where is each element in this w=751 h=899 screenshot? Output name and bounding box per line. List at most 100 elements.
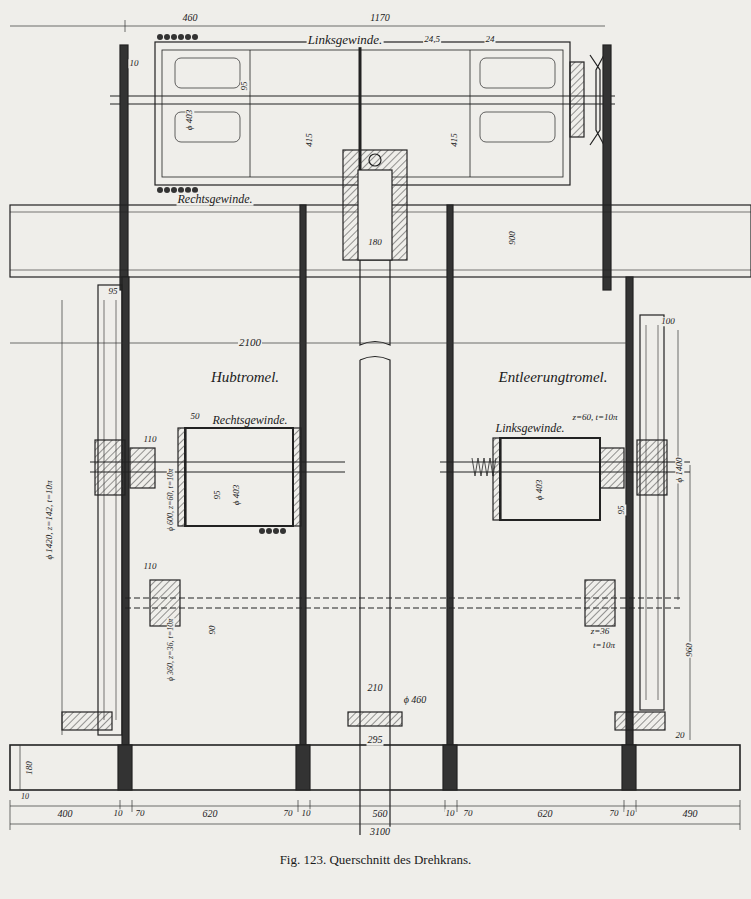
figure-caption: Fig. 123. Querschnitt des Drehkrans.: [277, 852, 475, 867]
dimension-label: ϕ 403: [535, 479, 544, 501]
drawing-part: [125, 338, 126, 348]
drawing-part: [62, 300, 63, 735]
dimension-label: 70: [135, 809, 146, 818]
drawing-part: [157, 34, 163, 40]
dimension-label: 95: [108, 287, 119, 296]
dimension-label: 70: [609, 809, 620, 818]
dimension-label: 24,5: [423, 35, 441, 44]
drawing-part: [585, 580, 615, 626]
dimension-label: 10: [129, 59, 140, 68]
structure: [10, 42, 751, 835]
dimension-label: 180: [25, 760, 34, 776]
dimension-label: t=10π: [592, 641, 616, 650]
drawing-part: [62, 712, 112, 730]
dimension-label: ϕ 460: [403, 695, 428, 706]
drawing-part: [628, 338, 629, 348]
drawing-part: [120, 45, 128, 290]
drawing-part: [626, 277, 633, 745]
dimension-label: z=36: [590, 627, 611, 636]
dimension-label: 90: [208, 625, 217, 636]
dimension-label: 2100: [238, 337, 262, 349]
dimension-label: 95: [213, 490, 222, 501]
dimension-label: 415: [305, 132, 314, 148]
drawing-part: [185, 34, 191, 40]
rope-coils: [157, 34, 286, 534]
drawing-part: [293, 428, 301, 526]
drawing-part: [690, 465, 691, 740]
drawing-part: [150, 580, 180, 626]
dimension-label: 295: [367, 735, 384, 746]
part-label: Linksgewinde.: [495, 422, 566, 435]
drawing-part: [171, 34, 177, 40]
drawing-part: [110, 103, 615, 104]
dimension-label: z=60, t=10π: [571, 413, 618, 422]
drawing-part: [10, 800, 11, 830]
drawing-part: [658, 325, 659, 700]
dimension-label: 210: [367, 683, 384, 694]
dimension-label: 180: [367, 238, 383, 247]
drawing-part: [358, 170, 392, 260]
dimension-label: 100: [660, 317, 676, 326]
drawing-part: [10, 824, 740, 825]
dimension-label: 95: [240, 81, 249, 92]
dimension-label: 400: [57, 809, 74, 820]
dimension-label: 50: [190, 412, 201, 421]
dimension-label: 3100: [369, 827, 391, 838]
dimension-label: 620: [202, 809, 219, 820]
drawing-part: [10, 745, 740, 790]
drawing-part: [360, 357, 390, 836]
dimension-label: 24: [485, 35, 496, 44]
drawing-part: [360, 260, 390, 345]
drawing-part: [472, 458, 496, 476]
drawing-part: [110, 95, 615, 96]
drawing-part: [637, 440, 667, 495]
drawing-part: [640, 315, 664, 710]
drawing-part: [157, 187, 163, 193]
drawing-part: [266, 528, 272, 534]
drawing-part: [104, 300, 105, 720]
drawing-part: [603, 45, 611, 290]
drawing-part: [164, 34, 170, 40]
drawing-part: [118, 745, 132, 790]
part-label: Linksgewinde.: [307, 33, 384, 47]
drawing-part: [440, 471, 690, 472]
drawing-part: [90, 461, 345, 462]
dimension-label: 960: [685, 642, 694, 658]
drawing-part: [98, 285, 122, 735]
dimension-label: 110: [143, 435, 158, 444]
dimension-label: 460: [182, 13, 199, 24]
dimension-label: ϕ 600, z=60, t=10π: [167, 468, 175, 532]
part-label: Entleerungtromel.: [497, 370, 608, 386]
drawing-part: [443, 745, 457, 790]
dimension-label: 110: [143, 562, 158, 571]
drawing-part: [178, 428, 186, 526]
drawing-part: [280, 528, 286, 534]
part-label: Hubtromel.: [210, 370, 280, 386]
drawing-part: [493, 438, 501, 520]
drawing-part: [10, 270, 751, 271]
drawing-part: [600, 448, 624, 488]
dimension-label: 70: [283, 809, 294, 818]
part-label: Rechtsgewinde.: [212, 414, 289, 427]
drawing-part: [500, 438, 600, 520]
part-label: Rechtsgewinde.: [177, 193, 254, 206]
drawing-part: [10, 26, 605, 27]
drawing-part: [178, 34, 184, 40]
dimension-label: ϕ 1420, z=142, t=10π: [45, 479, 54, 560]
drawing-part: [570, 62, 584, 137]
drawing-part: [125, 20, 126, 32]
dimension-label: 10: [445, 809, 456, 818]
dimension-label: 70: [463, 809, 474, 818]
drawing-part: [192, 34, 198, 40]
dimension-label: ϕ 403: [232, 484, 241, 506]
dimension-label: 10: [20, 793, 30, 801]
dimension-label: ϕ 360, z=36, t=10π: [167, 618, 175, 682]
drawing-part: [250, 50, 251, 177]
drawing-part: [298, 800, 299, 812]
drawing-part: [273, 528, 279, 534]
drawing-part: [636, 800, 637, 812]
drawing-part: [122, 277, 129, 745]
drawing-part: [164, 187, 170, 193]
drawing-part: [296, 745, 310, 790]
